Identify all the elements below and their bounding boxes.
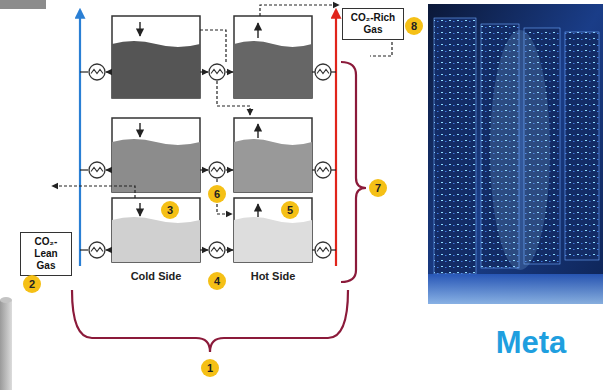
hot-line [335,10,337,266]
gas-label: CO₂-Lean Gas [26,236,66,272]
gas-box: CO₂-Lean Gas [20,232,72,276]
cold-tank [112,118,200,192]
heat-exchanger [89,64,331,258]
cylinder-top [0,297,12,303]
cylinder-fragment [0,300,12,390]
pipes [80,72,336,250]
hot-tank [234,118,312,192]
gas-lines [52,5,392,214]
callout-number: 8 [405,17,423,35]
hot-tank [234,198,312,262]
hot-tank [234,16,312,98]
bracket [341,62,366,282]
cold-tank [112,16,200,98]
bracket [72,290,348,352]
callout-number: 2 [23,275,41,293]
photo-fragment [0,0,46,9]
callout-number: 7 [369,179,387,197]
side-label: Hot Side [250,270,297,282]
callout-number: 1 [201,359,219,377]
callout-number: 3 [161,201,179,219]
side-label: Cold Side [130,270,183,282]
cold-line [79,10,81,266]
gas-box: CO₂-Rich Gas [342,8,404,40]
callout-number: 5 [281,201,299,219]
callout-number: 4 [208,272,226,290]
brand-name: Meta [496,325,567,361]
gas-label: CO₂-Rich Gas [348,12,398,36]
callout-number: 6 [208,185,226,203]
cold-tank [112,198,200,262]
server-photo [428,4,603,304]
